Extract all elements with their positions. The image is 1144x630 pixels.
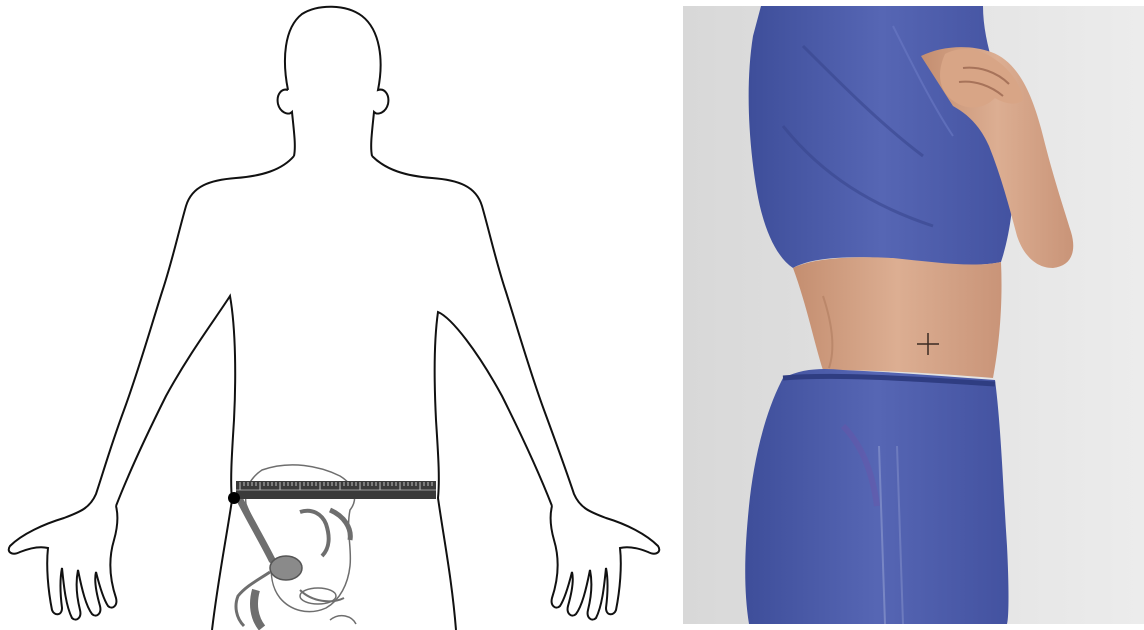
measuring-tape	[236, 481, 436, 499]
right-inner-arm	[435, 312, 552, 630]
head-outline-left	[278, 90, 295, 156]
body-outline-illustration	[0, 0, 668, 630]
gown-top	[749, 6, 1015, 268]
left-inner-arm	[116, 296, 235, 630]
side-view-photo	[683, 6, 1144, 624]
head-outline	[285, 7, 388, 156]
body-outline-svg	[0, 0, 668, 630]
body-outline-left	[9, 156, 294, 620]
side-view-photo-svg	[683, 6, 1144, 624]
landmark-dot	[228, 492, 240, 504]
torso-skin	[793, 257, 1002, 378]
body-outline-right	[372, 156, 659, 620]
